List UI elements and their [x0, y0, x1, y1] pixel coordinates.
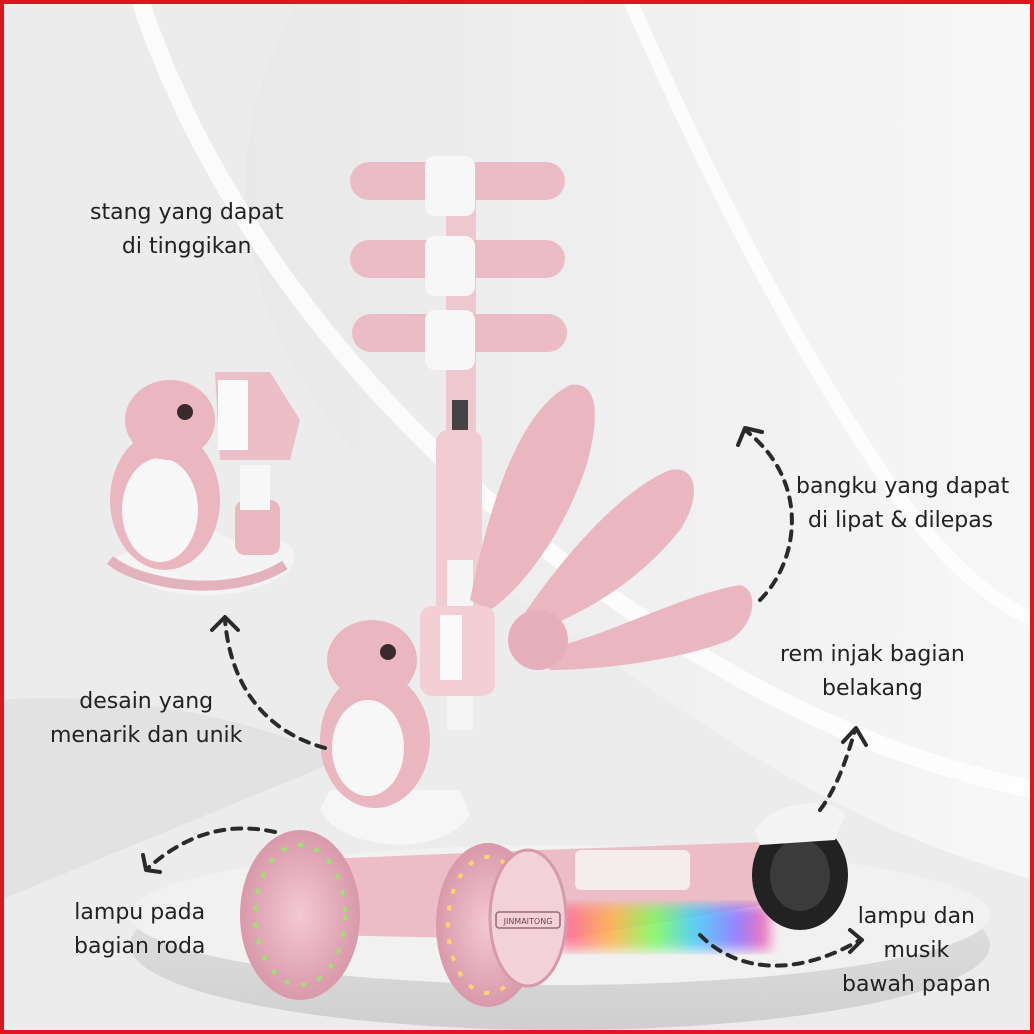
label-wheel-lights-line2: bagian roda — [74, 934, 206, 959]
label-brake-line2: belakang — [822, 676, 923, 701]
front-wheels — [240, 830, 568, 1007]
handlebars — [350, 156, 567, 370]
seat-fold-positions — [420, 384, 753, 696]
label-handlebar: stang yang dapat di tinggikan — [90, 196, 283, 264]
rear-wheel-brake — [752, 803, 848, 930]
label-handlebar-line2: di tinggikan — [121, 234, 252, 259]
label-design-line1: desain yang — [79, 689, 214, 714]
label-seat-line1: bangku yang dapat — [796, 474, 1010, 499]
seat-arrow — [743, 428, 794, 602]
brake-arrow — [818, 728, 857, 812]
detached-seat-inset — [106, 372, 300, 596]
label-design: desain yang menarik dan unik — [50, 685, 242, 753]
underglow-lights — [560, 905, 770, 950]
label-board-lights: lampu dan musik bawah papan — [842, 900, 991, 1002]
label-wheel-lights-line1: lampu pada — [74, 900, 206, 925]
callout-arrows — [146, 428, 862, 968]
label-brake-line1: rem injak bagian — [780, 642, 965, 667]
label-seat-line2: di lipat & dilepas — [808, 508, 994, 533]
label-board-lights-line3: bawah papan — [842, 972, 991, 997]
design-arrow — [223, 618, 327, 750]
label-design-line2: menarik dan unik — [50, 723, 243, 748]
label-brake: rem injak bagian belakang — [780, 638, 965, 706]
wheel-arrow — [146, 826, 277, 870]
board-arrow — [698, 933, 862, 968]
label-handlebar-line1: stang yang dapat — [90, 200, 284, 225]
label-wheel-lights: lampu pada bagian roda — [74, 896, 205, 964]
label-board-lights-line2: musik — [883, 938, 950, 963]
front-dino-seat — [320, 620, 470, 845]
label-board-lights-line1: lampu dan — [857, 904, 976, 929]
label-seat: bangku yang dapat di lipat & dilepas — [796, 470, 1009, 538]
brand-text: JINMAITONG — [503, 917, 553, 926]
